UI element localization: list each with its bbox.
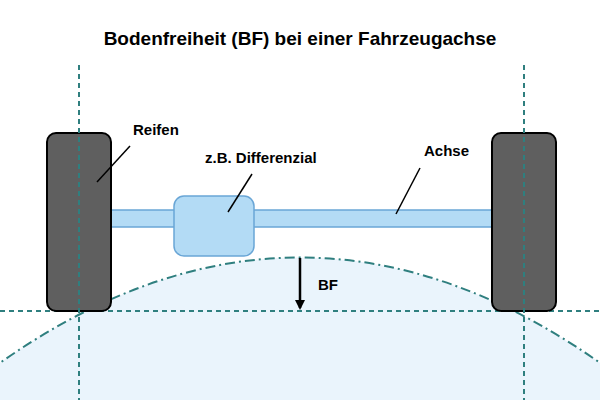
differential <box>174 196 254 256</box>
diagram-title: Bodenfreiheit (BF) bei einer Fahrzeugach… <box>104 28 497 50</box>
leader-line <box>228 174 252 212</box>
center-line <box>78 65 80 400</box>
dimension-label: BF <box>318 276 338 293</box>
leader-line <box>396 168 420 214</box>
part-label: Reifen <box>133 121 179 138</box>
axle-bar <box>108 210 494 227</box>
part-label: Achse <box>424 142 469 159</box>
center-line <box>523 65 525 400</box>
part-label: z.B. Differenzial <box>205 149 317 166</box>
leader-line <box>97 146 130 182</box>
clearance-arrow <box>299 258 302 308</box>
